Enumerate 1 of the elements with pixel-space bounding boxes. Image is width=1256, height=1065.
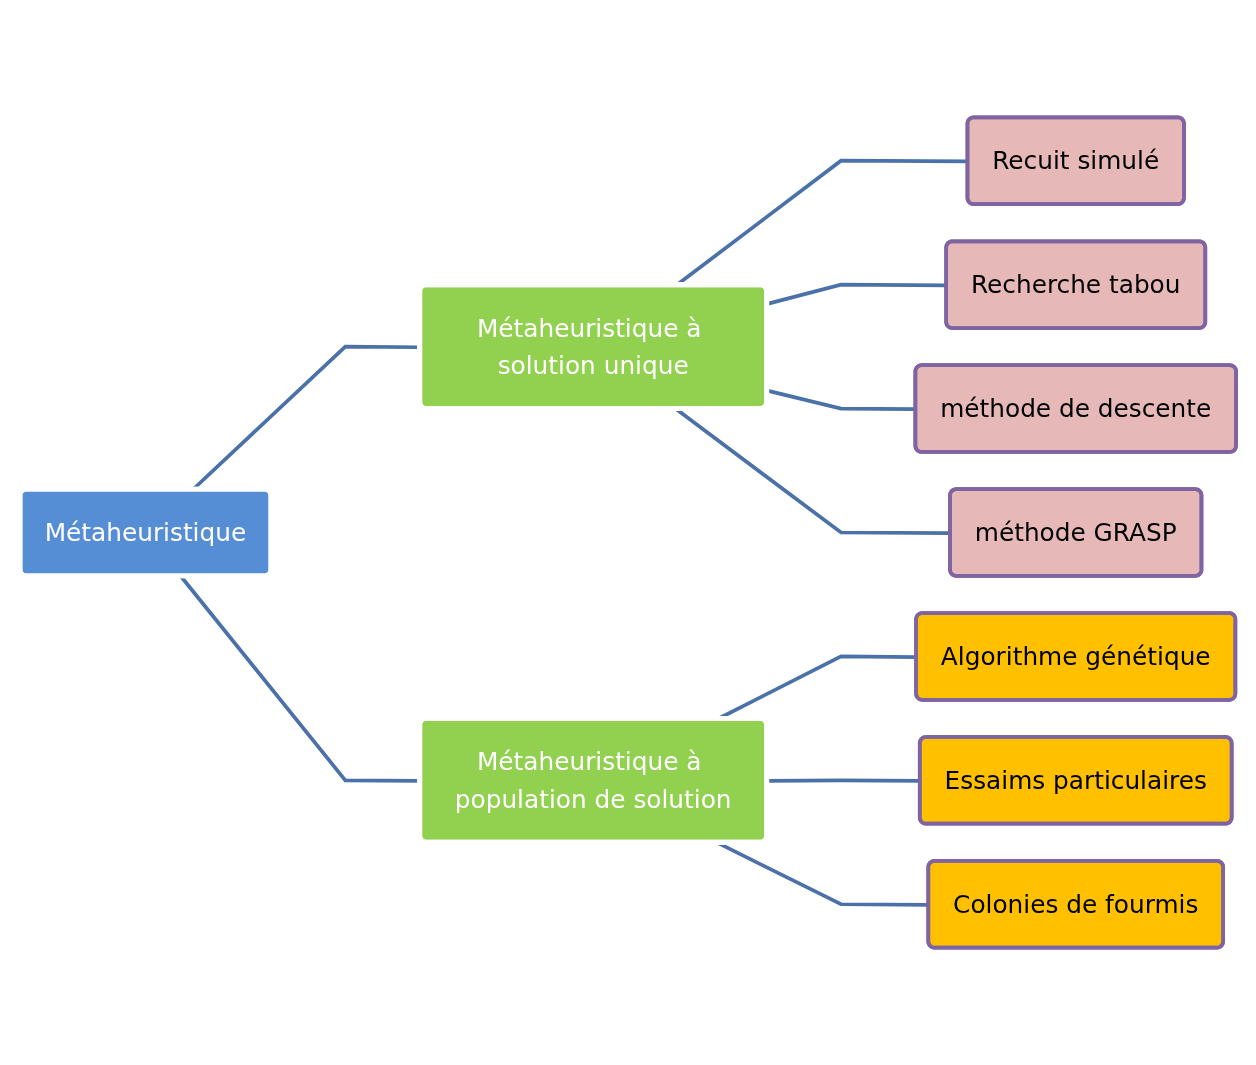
- connector: [767, 778, 921, 783]
